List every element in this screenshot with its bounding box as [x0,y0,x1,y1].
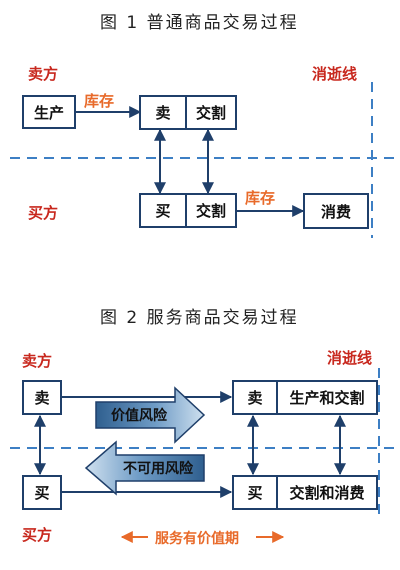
fig1-produce-box: 生产 [22,95,76,129]
fig2-deliver-consume-cell: 交割和消费 [276,477,376,508]
fig2-produce-deliver-cell: 生产和交割 [276,382,376,413]
fig2-buy-right-cell: 买 [247,484,263,502]
fig2-buy-left-box: 买 [22,475,62,510]
fig1-title: 图 1 普通商品交易过程 [100,13,299,33]
fig1-buy-cell: 买 [155,202,171,220]
value-risk-label: 价值风险 [111,408,167,424]
fig1-buy-deliver-box: 买 交割 [139,193,237,228]
fig1-consume-box: 消费 [303,193,369,229]
fig1-seller-label: 卖方 [28,65,59,83]
value-risk-arrow [95,386,206,444]
fig2-sell-right-cell: 卖 [247,389,263,407]
fig2-title: 图 2 服务商品交易过程 [100,308,299,328]
fig1-sell-cell: 卖 [155,104,171,122]
fig1-deliver-bottom-cell: 交割 [185,195,235,226]
fig2-consumption-line-label: 消逝线 [327,349,373,367]
fig1-sell-deliver-box: 卖 交割 [139,95,237,130]
fig1-deliver-top-cell: 交割 [185,97,235,128]
fig1-consumption-line-label: 消逝线 [312,65,358,83]
unavailable-risk-label: 不可用风险 [123,461,193,477]
fig2-seller-label: 卖方 [22,352,53,370]
fig2-buyer-label: 买方 [22,526,53,544]
fig2-buy-consume-box: 买 交割和消费 [232,475,378,510]
fig1-buyer-label: 买方 [28,204,59,222]
fig1-inventory-bottom-label: 库存 [245,189,276,207]
validity-period-label: 服务有价值期 [155,531,239,547]
unavailable-risk-arrow [84,440,205,496]
fig2-sell-produce-box: 卖 生产和交割 [232,380,378,415]
fig2-sell-left-box: 卖 [22,380,62,415]
fig1-inventory-top-label: 库存 [84,92,115,110]
